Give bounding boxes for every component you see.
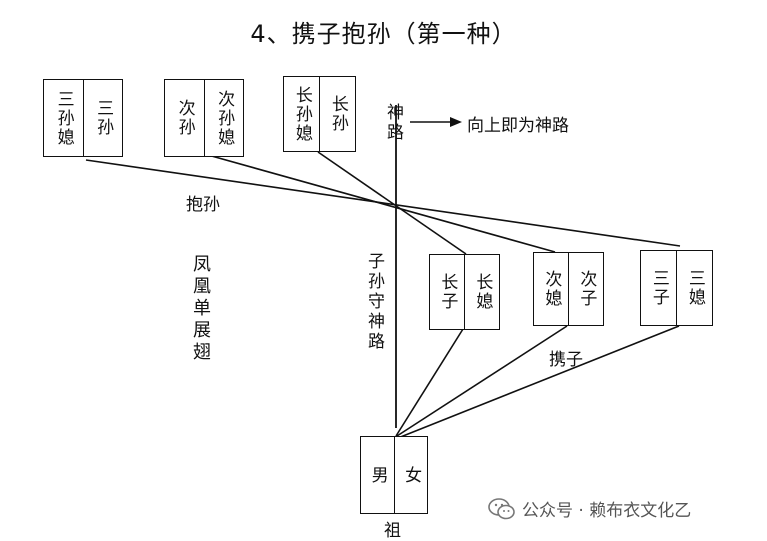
box-second-son: 次媳 次子 <box>533 252 604 326</box>
arrow-head <box>450 117 462 127</box>
line-ancestor-to-third-son <box>397 325 680 439</box>
box-eldest-grandson: 长孙媳 长孙 <box>283 76 356 152</box>
box-ancestor: 男 女 <box>360 436 428 514</box>
box-eldest-son: 长子 长媳 <box>429 254 500 330</box>
xie-zi-label: 携子 <box>549 350 583 370</box>
second-grandson-label: 次孙 <box>174 99 195 137</box>
bao-sun-label: 抱孙 <box>186 195 220 215</box>
zu-label: 祖 <box>384 521 401 541</box>
second-grandson-wife-label: 次孙媳 <box>214 89 235 147</box>
third-grandson-label: 三孙 <box>93 99 114 137</box>
box-third-grandson: 三孙媳 三孙 <box>43 79 123 157</box>
line-ancestor-to-second-son <box>396 325 568 437</box>
ancestor-male-label: 男 <box>367 465 388 485</box>
line-third-grandson-to-third-son <box>85 159 681 247</box>
eldest-grandson-label: 长孙 <box>327 95 348 133</box>
ancestor-female-label: 女 <box>401 465 422 485</box>
box-third-son: 三子 三媳 <box>640 250 713 326</box>
watermark: 公众号 · 赖布衣文化乙 <box>488 496 691 521</box>
second-son-wife-label: 次媳 <box>541 270 562 308</box>
third-son-label: 三子 <box>648 269 669 307</box>
arrow-note: 向上即为神路 <box>467 116 569 136</box>
second-son-label: 次子 <box>576 270 597 308</box>
eldest-son-wife-label: 长媳 <box>472 273 493 311</box>
eldest-grandson-wife-label: 长孙媳 <box>291 85 312 143</box>
eldest-son-label: 长子 <box>437 273 458 311</box>
shen-lu-label: 神路 <box>383 103 403 143</box>
feng-huang-label: 凤凰单展翅 <box>190 254 211 364</box>
zi-sun-label: 子孙守神路 <box>364 252 384 352</box>
line-second-grandson-to-second-son <box>207 154 556 253</box>
line-eldest-grandson-to-eldest-son <box>317 151 467 255</box>
third-grandson-wife-label: 三孙媳 <box>53 89 74 147</box>
box-second-grandson: 次孙 次孙媳 <box>164 79 244 157</box>
third-son-wife-label: 三媳 <box>684 269 705 307</box>
wechat-icon <box>488 497 515 519</box>
line-ancestor-to-eldest-son <box>395 328 464 437</box>
page-title: 4、携子抱孙（第一种） <box>250 20 517 48</box>
watermark-text: 公众号 · 赖布衣文化乙 <box>522 501 692 521</box>
